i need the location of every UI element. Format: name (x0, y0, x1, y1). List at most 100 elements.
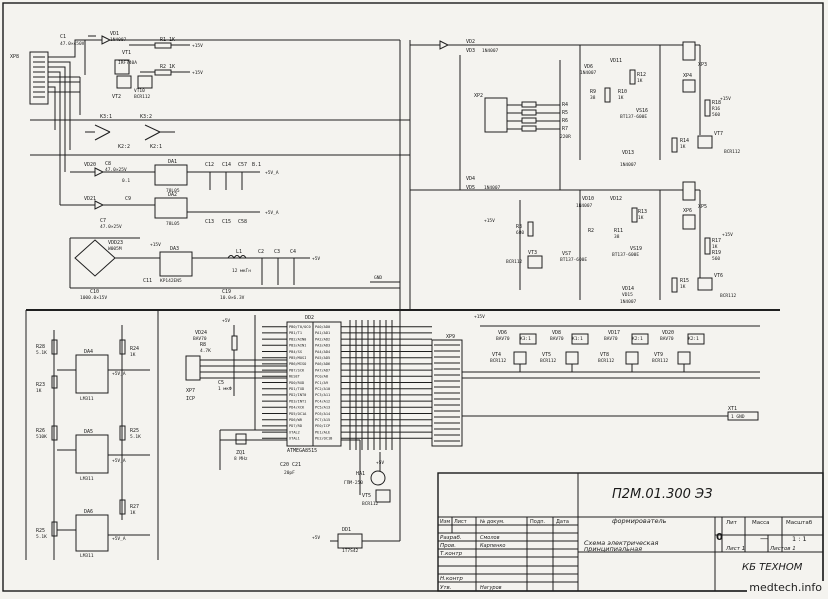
mcu-pin-left: PB1/T1 (289, 331, 302, 335)
vt2-label: VT2 (112, 94, 121, 100)
relay-k1 (571, 333, 589, 345)
mcu-pin-left: PB3/AIN1 (289, 344, 306, 348)
c6-value: 0.1 (122, 178, 130, 184)
vt10-label: VT10 (134, 88, 145, 94)
resistor-r17 (704, 237, 711, 255)
company: КБ ТЕХНОМ (742, 562, 803, 573)
r1-label: R1 1K (160, 37, 175, 43)
r28-label: R28 (36, 344, 45, 350)
r14-value: 1K (680, 144, 686, 150)
l1-value: 12 мкГн (232, 268, 251, 274)
p5va-comp-2: +5V_A (112, 458, 126, 464)
r19-value: 560 (712, 256, 720, 262)
opto-vt10 (137, 75, 153, 89)
vt8-label: VT8 (600, 352, 609, 358)
mcu-pin-left: PB7/SCK (289, 368, 305, 372)
da2-value: 78L05 (166, 221, 180, 227)
vd13-label: VD13 (622, 150, 634, 156)
connector-xp4 (682, 79, 696, 93)
p5va-comp-1: +5V_A (112, 371, 126, 377)
ha1-value: ГПМ-250 (344, 480, 363, 486)
p5v-label-reg: +5V (312, 256, 320, 262)
ic-da5 (75, 434, 109, 474)
product-name: формирователь (612, 517, 667, 525)
sheet-label: Лист 1 (725, 546, 745, 552)
vd20b-label: VD20 (662, 330, 674, 336)
title-block: П2М.01.300 ЭЗ формирователь Схема электр… (437, 472, 824, 592)
col-sign: Подп. (530, 519, 546, 525)
vd14-value: 1N4007 (620, 299, 637, 305)
mcu-pin-right: PC2/A10 (315, 387, 330, 391)
r5-label: R5 (562, 110, 568, 116)
r17-label: R17 (712, 238, 721, 244)
c3-label: C3 (274, 249, 280, 255)
p5va-label-2: +5V_A (265, 210, 279, 216)
lit-label: Лит (726, 520, 738, 526)
opto-vt2 (116, 75, 132, 89)
p15v-label-xp5: +15V (484, 218, 495, 224)
c10-label: C10 (90, 289, 99, 295)
col-doc: № докум. (480, 519, 505, 525)
mcu-pin-right: PA6/AD6 (315, 362, 330, 366)
c11-label: C11 (143, 278, 152, 284)
k22-label: K2:2 (118, 144, 130, 150)
mcu-pin-left: XTAL2 (289, 430, 300, 434)
vt3-value: BCR112 (506, 259, 523, 265)
opto-vt9 (677, 351, 691, 365)
triac-channels: VD2 VD3 1N4007 VD4 VD5 1N4007 XP2 R4 R5 … (410, 39, 741, 305)
xp5-label: XP5 (698, 204, 707, 210)
c10-value: 1000.0×15V (80, 295, 107, 301)
r11-label: R11 (614, 228, 623, 234)
connector-xp6 (682, 214, 696, 230)
resistor-r14 (671, 137, 678, 153)
mcu-pin-left: PD4/XCK (289, 406, 305, 410)
col-date: Дата (556, 519, 569, 525)
vd6b-label: VD6 (498, 330, 507, 336)
da6-label: DA6 (84, 509, 93, 515)
r25b-value: 5.1K (36, 534, 47, 540)
diode-vd21 (94, 200, 105, 210)
mcu-pin-left: PD7/RD (289, 424, 302, 428)
c15-label: C15 (222, 219, 231, 225)
vd13-value: 1N4007 (620, 162, 637, 168)
resistor-r9 (604, 87, 611, 103)
r8-value: 4.7K (200, 348, 211, 354)
mcu-pin-right: PA5/AD5 (315, 356, 330, 360)
mcu-pin-left: PB4/SS (289, 350, 302, 354)
mass-label: Масса (752, 520, 770, 526)
resistor-r15 (671, 277, 678, 293)
connector-xp8 (29, 51, 49, 105)
r9-value: 38 (590, 95, 596, 101)
vt1-label: VT1 (122, 50, 131, 56)
designation: П2М.01.300 ЭЗ (612, 487, 712, 502)
c1-value: 47.0×450V (60, 41, 85, 47)
c9-label: C9 (125, 196, 131, 202)
vd10-label: VD10 (582, 196, 594, 202)
drawing-frame (2, 2, 824, 592)
r16-value: 560 (712, 112, 720, 118)
da5-label: DA5 (84, 429, 93, 435)
relay-k3 (519, 333, 537, 345)
r7-value: 220R (560, 134, 571, 140)
vd15-label: VD15 (622, 292, 633, 298)
c19-value: 10.0×6.3V (220, 295, 245, 301)
k3-label: K3:1 (520, 336, 531, 342)
vd3-label: VD3 (466, 48, 475, 54)
lit-value: 0 (716, 532, 723, 543)
r15-label: R15 (680, 278, 689, 284)
vd8-label: VD8 (552, 330, 561, 336)
xp8-label: XP8 (10, 54, 19, 60)
r2-label: R2 1K (160, 64, 175, 70)
buzzer-ha1 (370, 470, 386, 486)
da3-value: KP142EN5 (160, 278, 182, 284)
r25b-label: R25 (36, 528, 45, 534)
mcu-dd2 (286, 321, 342, 447)
ic-dd1 (337, 533, 363, 549)
k1-label: K1:1 (572, 336, 583, 342)
icp-label: ICP (186, 396, 195, 402)
vt4-value: BCR112 (490, 358, 507, 364)
vd6b-value: BAV70 (496, 336, 510, 342)
name-utv: Нагуров (480, 585, 502, 591)
mcu-pin-right: PA2/AD2 (315, 337, 330, 341)
